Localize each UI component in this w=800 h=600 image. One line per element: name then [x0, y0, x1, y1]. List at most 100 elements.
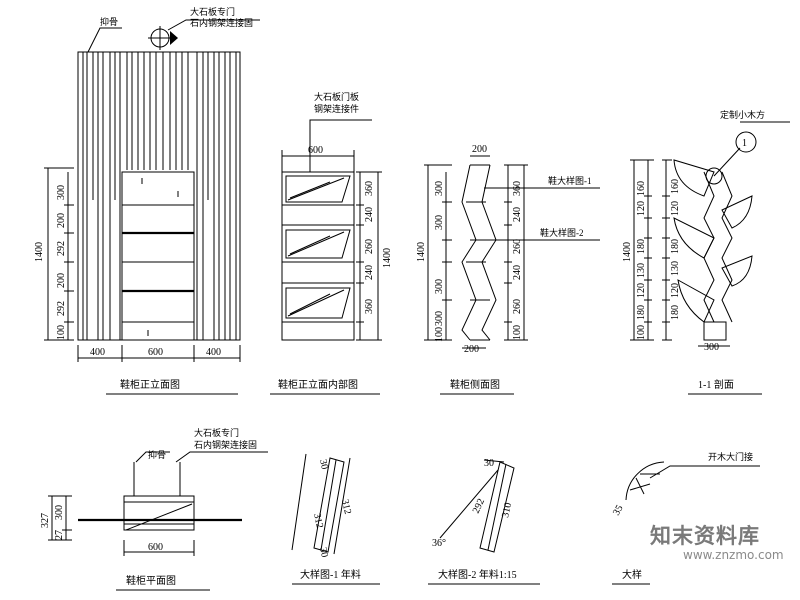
section-1-1: 1 定制小木方 1400 100 160 120 180 130 120 180 [622, 109, 790, 395]
svg-text:600: 600 [308, 145, 323, 156]
svg-text:1: 1 [742, 138, 747, 149]
caption-section: 1-1 剖面 [698, 378, 734, 391]
shoe-board [285, 287, 351, 319]
door-panel [121, 171, 195, 341]
caption-detail1: 大样图-1 年料 [300, 568, 361, 581]
caption-detail3: 大样 [622, 568, 642, 581]
svg-text:200: 200 [56, 273, 67, 288]
plan-note-2: 石内钢架连接固 [194, 439, 257, 450]
svg-text:300: 300 [434, 215, 445, 230]
svg-text:300: 300 [704, 342, 719, 353]
svg-text:100: 100 [434, 327, 445, 342]
svg-text:200: 200 [56, 213, 67, 228]
svg-text:240: 240 [512, 207, 523, 222]
curved-shelf [673, 217, 715, 259]
side-note-1: 鞋大样图-1 [548, 175, 592, 186]
inner-note-1: 大石板门板 [314, 91, 359, 102]
caption-side: 鞋柜侧面图 [450, 378, 500, 391]
svg-text:300: 300 [434, 181, 445, 196]
front-note-2: 石内钢架连接固 [190, 17, 253, 28]
detail3-arc [625, 461, 665, 501]
svg-text:27: 27 [54, 530, 65, 540]
svg-text:100: 100 [636, 325, 647, 340]
svg-text:260: 260 [364, 239, 375, 254]
svg-text:30: 30 [484, 458, 494, 469]
shoe-board [285, 229, 351, 259]
callout-icon [735, 131, 757, 153]
svg-text:120: 120 [636, 283, 647, 298]
side-elevation: 200 200 1400 300 300 300 300 100 360 240… [416, 144, 600, 395]
detail-1: 30 312 312 30 大样图-1 年料 [291, 453, 380, 585]
svg-text:180: 180 [636, 305, 647, 320]
detail1-board [313, 457, 345, 553]
svg-text:300: 300 [54, 505, 65, 520]
watermark-backdrop [640, 510, 798, 570]
svg-text:300: 300 [434, 279, 445, 294]
svg-text:1400: 1400 [622, 242, 633, 262]
svg-text:36°: 36° [432, 538, 446, 549]
caption-front: 鞋柜正立面图 [120, 378, 180, 391]
svg-text:1400: 1400 [416, 242, 427, 262]
svg-text:600: 600 [148, 347, 163, 358]
svg-text:35: 35 [611, 503, 626, 517]
svg-text:400: 400 [90, 347, 105, 358]
watermark-logo: 知末资料库 [650, 524, 760, 548]
inner-elevation: 600 大石板门板 钢架连接件 360 240 260 240 360 1400… [270, 91, 393, 395]
svg-text:240: 240 [364, 265, 375, 280]
detail-2: 30 292 310 36° 大样图-2 年料1:15 [428, 458, 540, 585]
svg-text:130: 130 [670, 261, 681, 276]
svg-text:180: 180 [670, 239, 681, 254]
section-base [703, 321, 727, 341]
plan-outline [123, 495, 195, 531]
caption-detail2: 大样图-2 年料1:15 [438, 568, 517, 581]
curved-shelf [673, 159, 715, 197]
plan-note-1: 大石板专门 [194, 427, 239, 438]
svg-text:300: 300 [434, 311, 445, 326]
svg-text:200: 200 [472, 144, 487, 155]
dim-height: 1400 [34, 242, 45, 262]
detail3-note: 开木大门接 [708, 451, 753, 462]
svg-text:100: 100 [56, 325, 67, 340]
inner-cabinet-outline [281, 171, 355, 341]
detail2-board [479, 461, 515, 553]
svg-text:120: 120 [670, 283, 681, 298]
section-spine-right [721, 171, 733, 323]
shoe-board [285, 175, 351, 203]
svg-text:1400: 1400 [382, 248, 393, 268]
inner-note-2: 钢架连接件 [314, 103, 359, 114]
front-elevation: 抑骨 大石板专门 石内钢架连接固 1400 300 200 292 200 29… [34, 6, 260, 395]
front-label-top: 抑骨 [100, 16, 118, 27]
svg-text:30: 30 [317, 458, 330, 470]
plan-label-top: 抑骨 [148, 449, 166, 460]
plan-view: 抑骨 大石板专门 石内钢架连接固 327 300 27 600 鞋柜平面图 [40, 427, 268, 591]
svg-text:327: 327 [40, 513, 51, 528]
svg-text:600: 600 [148, 542, 163, 553]
svg-text:30: 30 [317, 546, 330, 558]
zigzag-left [461, 164, 477, 341]
svg-text:312: 312 [339, 498, 353, 515]
curved-shelf [677, 279, 715, 323]
wood-grain-lines [82, 52, 237, 340]
svg-text:400: 400 [206, 347, 221, 358]
svg-text:310: 310 [500, 502, 514, 519]
svg-text:240: 240 [364, 207, 375, 222]
svg-text:260: 260 [512, 299, 523, 314]
svg-text:160: 160 [670, 179, 681, 194]
svg-text:360: 360 [364, 299, 375, 314]
svg-text:312: 312 [311, 512, 325, 529]
section-note: 定制小木方 [720, 109, 765, 120]
svg-text:200: 200 [464, 344, 479, 355]
side-note-2: 鞋大样图-2 [540, 227, 584, 238]
svg-text:260: 260 [512, 239, 523, 254]
svg-text:100: 100 [512, 325, 523, 340]
caption-inner: 鞋柜正立面内部图 [278, 378, 358, 391]
svg-text:130: 130 [636, 263, 647, 278]
detail-3: 开木大门接 35 大样 [611, 451, 760, 585]
svg-text:292: 292 [56, 301, 67, 316]
svg-text:360: 360 [364, 181, 375, 196]
zigzag-right [481, 164, 497, 341]
curved-shelf [721, 195, 753, 229]
svg-text:180: 180 [636, 239, 647, 254]
front-note-1: 大石板专门 [190, 6, 235, 17]
svg-text:292: 292 [56, 241, 67, 256]
